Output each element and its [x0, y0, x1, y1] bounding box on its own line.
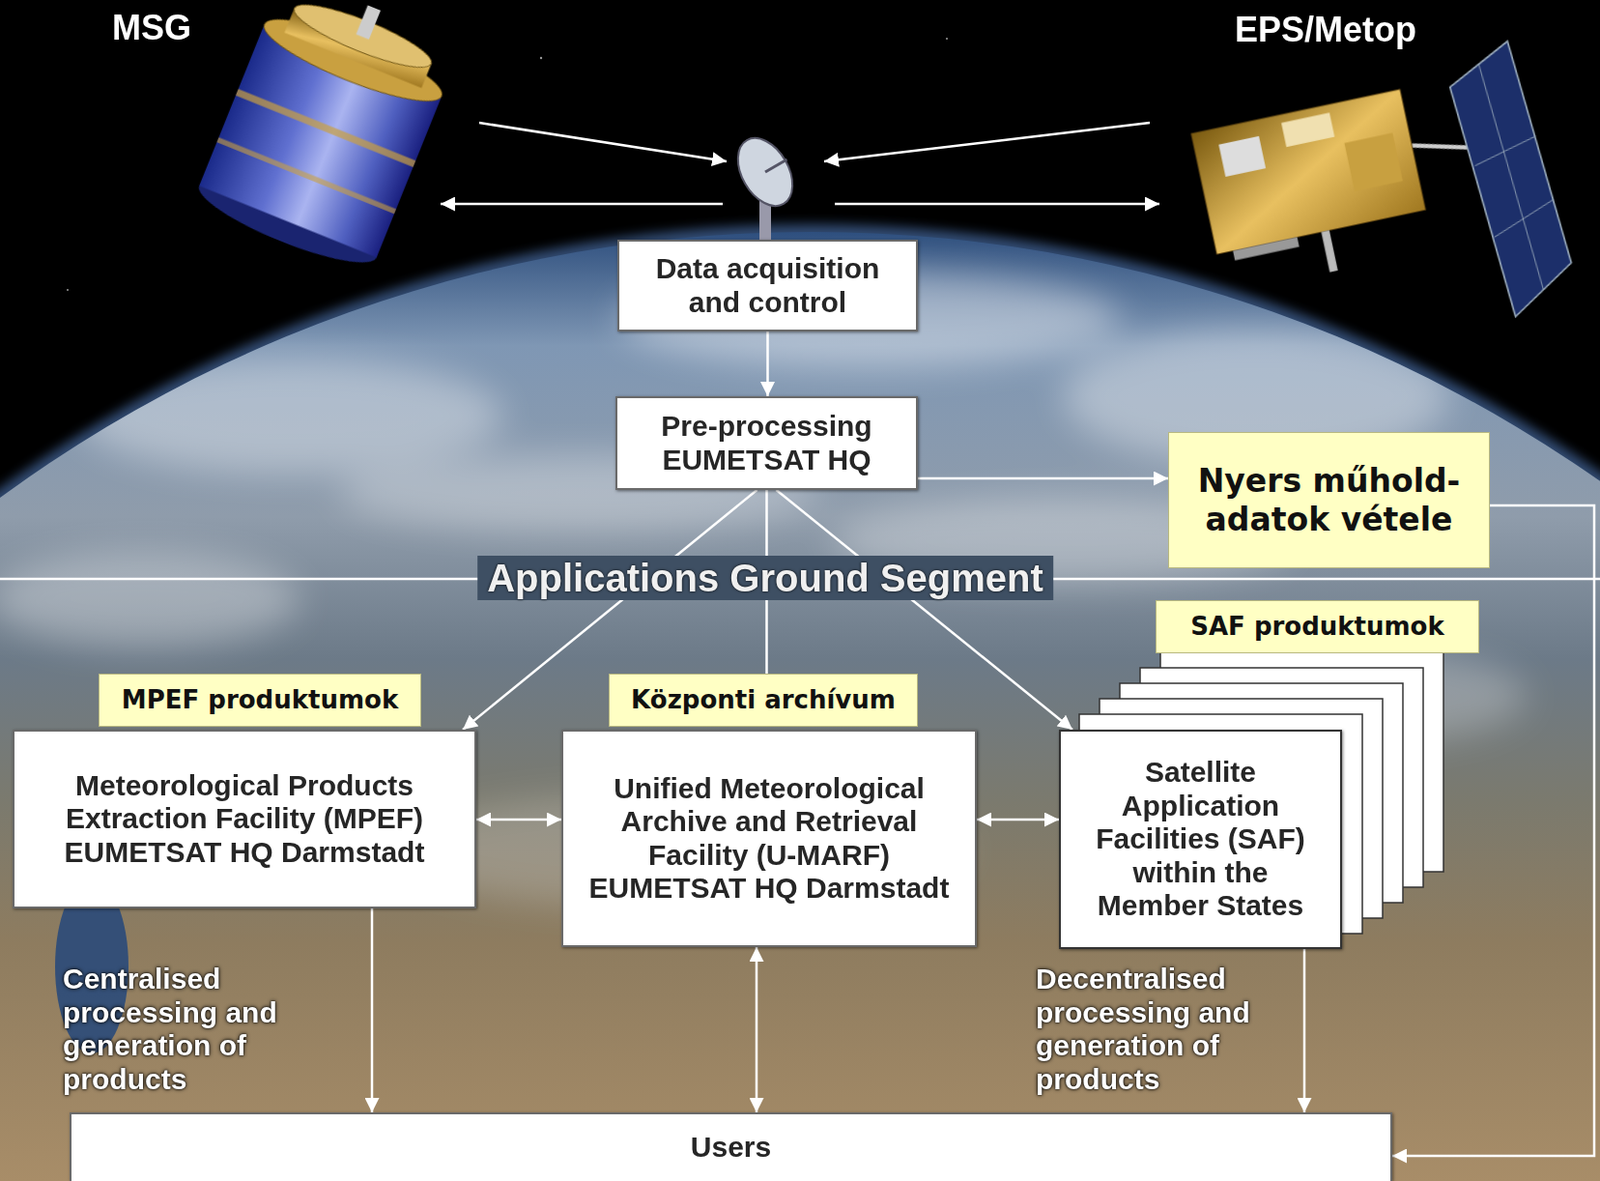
box-text: Data acquisition and control	[642, 252, 893, 319]
note-box: Nyers műhold-adatok vétele	[1168, 431, 1490, 569]
antenna	[726, 127, 805, 240]
satellite-link-arrows	[440, 122, 1160, 204]
flow-arrow	[755, 946, 759, 1113]
metop-satellite	[1186, 37, 1581, 375]
flow-arrow	[976, 818, 1059, 822]
facility-box: Satellite Application Facilities (SAF) w…	[1058, 729, 1343, 949]
users-box: Users	[69, 1112, 1393, 1181]
process-box: Pre-processing EUMETSAT HQ	[615, 396, 918, 490]
flow-arrow	[1303, 948, 1307, 1113]
process-box: Data acquisition and control	[617, 239, 918, 332]
note-box: MPEF produktumok	[98, 673, 422, 727]
facility-box: Unified Meteorological Archive and Retri…	[561, 729, 977, 947]
box-text: Központi archívum	[630, 685, 896, 715]
box-text: Satellite Application Facilities (SAF) w…	[1079, 755, 1322, 923]
edge-label: Centralised processing and generation of…	[62, 962, 295, 1096]
box-text: Unified Meteorological Archive and Retri…	[577, 771, 961, 906]
saf-stack-pages	[1079, 652, 1444, 934]
box-text: SAF produktumok	[1190, 611, 1445, 642]
note-box: SAF produktumok	[1155, 600, 1480, 654]
satellite-name: EPS/Metop	[1234, 9, 1417, 50]
box-text: Nyers műhold-adatok vétele	[1180, 461, 1478, 539]
box-text: Pre-processing EUMETSAT HQ	[640, 409, 893, 477]
facility-box: Meteorological Products Extraction Facil…	[12, 729, 477, 909]
box-text: MPEF produktumok	[121, 685, 399, 715]
segment-label: Applications Ground Segment	[477, 555, 1054, 600]
flow-arrow	[371, 908, 374, 1113]
flow-arrow	[476, 818, 562, 822]
box-text: Users	[690, 1130, 772, 1165]
msg-satellite	[191, 0, 463, 277]
edge-label: Decentralised processing and generation …	[1035, 962, 1268, 1096]
earth	[0, 231, 1600, 1181]
flow-arrow	[917, 477, 1169, 481]
note-box: Központi archívum	[608, 673, 918, 727]
box-text: Meteorological Products Extraction Facil…	[33, 769, 456, 870]
satellite-name: MSG	[112, 7, 192, 48]
flow-arrow	[766, 331, 770, 397]
